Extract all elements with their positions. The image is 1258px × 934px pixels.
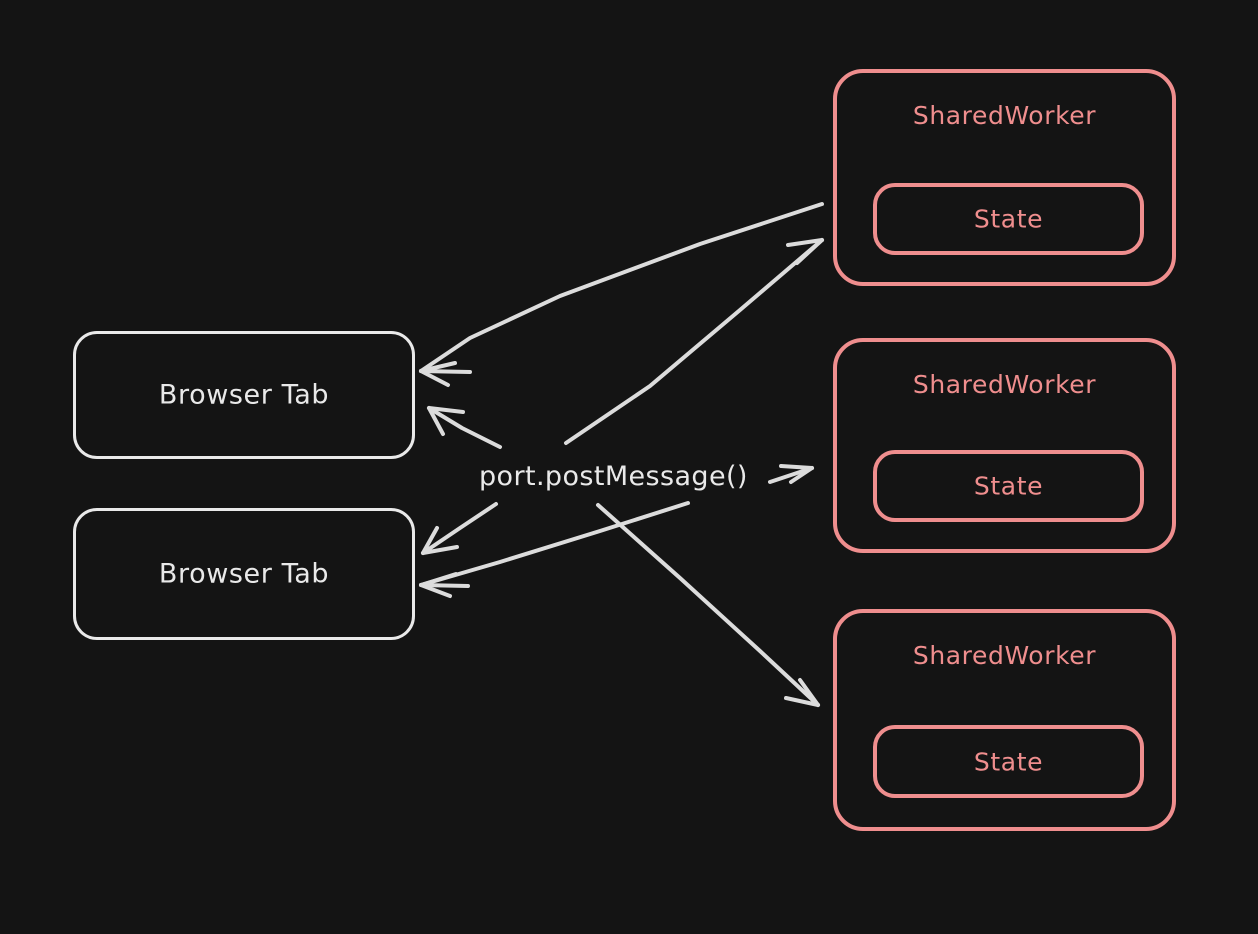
shared-worker-1-state[interactable]: State (873, 183, 1144, 255)
shared-worker-1[interactable]: SharedWorker State (833, 69, 1176, 286)
shared-worker-2-title: SharedWorker (912, 370, 1097, 399)
shared-worker-2-state[interactable]: State (873, 450, 1144, 522)
shared-worker-1-state-label: State (973, 204, 1044, 234)
edge-center-to-worker3 (596, 503, 820, 707)
shared-worker-2-state-label: State (973, 471, 1044, 501)
edge-worker1-to-tab1 (419, 202, 824, 387)
shared-worker-3-state[interactable]: State (873, 725, 1144, 798)
edge-center-to-tab2 (421, 502, 498, 555)
edge-worker3-to-tab2 (419, 501, 690, 598)
shared-worker-1-title: SharedWorker (912, 101, 1097, 130)
shared-worker-3-title: SharedWorker (912, 641, 1097, 670)
browser-tab-2[interactable]: Browser Tab (73, 508, 415, 640)
shared-worker-3[interactable]: SharedWorker State (833, 609, 1176, 831)
shared-worker-3-state-label: State (973, 747, 1044, 776)
browser-tab-1[interactable]: Browser Tab (73, 331, 415, 459)
browser-tab-1-label: Browser Tab (158, 379, 330, 411)
edge-center-to-worker1 (564, 238, 824, 445)
browser-tab-2-label: Browser Tab (158, 558, 330, 590)
shared-worker-2[interactable]: SharedWorker State (833, 338, 1176, 553)
edge-center-to-worker2 (768, 464, 814, 484)
edge-center-to-tab1 (427, 406, 502, 449)
post-message-label: port.postMessage() (479, 461, 748, 492)
